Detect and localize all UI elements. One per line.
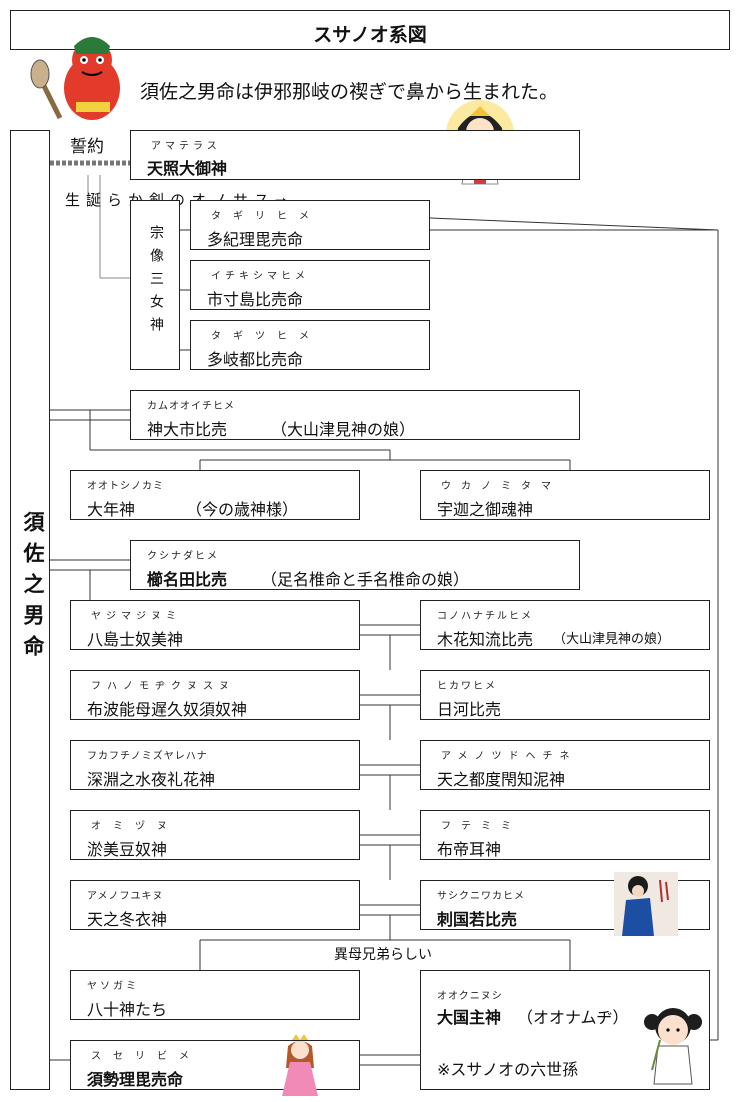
name-omizunu: 淤美豆奴神: [87, 840, 168, 859]
ruby-fukabuchi: フカフチノミズヤレハナ: [87, 751, 208, 762]
ruby-kushinada: クシナダヒメ: [147, 551, 219, 562]
name-amenofuyukinu: 天之冬衣神: [87, 910, 168, 929]
name-kushinada: 櫛名田比売: [147, 570, 228, 589]
name-suseri: 須勢理毘売命: [87, 1070, 184, 1089]
ruby-futemimi: フテミミ: [441, 821, 521, 832]
name-kamuooichi: 神大市比売: [147, 420, 228, 439]
subtitle: 須佐之男命は伊邪那岐の禊ぎで鼻から生まれた。: [140, 81, 559, 103]
susanoo-box: 須佐之男命: [10, 130, 50, 1090]
name-tagirihime: 多紀理毘売命: [207, 230, 304, 249]
box-fuhanomoji: フハノモヂクヌスヌ 布波能母遅久奴須奴神: [70, 670, 360, 720]
ruby-yashimajinumi: ヤジマジヌミ: [91, 611, 181, 622]
name-konohana: 木花知流比売: [437, 630, 534, 649]
box-konohana: コノハナチルヒメ 木花知流比売 （大山津見神の娘）: [420, 600, 710, 650]
name-ookuninushi: 大国主神: [437, 1008, 502, 1027]
ruby-amenotsudo: アメノツドヘチネ: [441, 751, 577, 762]
note-ootoshi: （今の歳神様）: [186, 500, 299, 519]
ruby-yasogami: ヤソガミ: [87, 981, 139, 992]
ruby-kamuooichi: カムオオイチヒメ: [147, 401, 235, 412]
box-yashimajinumi: ヤジマジヌミ 八島士奴美神: [70, 600, 360, 650]
munakata-label: 宗像三女神: [148, 225, 164, 340]
name-yasogami: 八十神たち: [87, 1000, 168, 1019]
name-ichikishima: 市寸島比売命: [207, 290, 304, 309]
note-kamuooichi: （大山津見神の娘）: [271, 420, 416, 439]
name-tagitsuhime: 多岐都比売命: [207, 350, 304, 369]
box-amaterasu: アマテラス 天照大御神: [130, 130, 580, 180]
ruby-sashikuni: サシクニワカヒメ: [437, 891, 525, 902]
name-fukabuchi: 深淵之水夜礼花神: [87, 770, 216, 789]
box-tagirihime: タギリヒメ 多紀理毘売命: [190, 200, 430, 250]
ruby-konohana: コノハナチルヒメ: [437, 611, 533, 622]
page-title: スサノオ系図: [313, 24, 427, 46]
ruby-fuhanomoji: フハノモヂクヌスヌ: [91, 681, 235, 692]
name-yashimajinumi: 八島士奴美神: [87, 630, 184, 649]
ruby-omizunu: オミヅヌ: [91, 821, 179, 832]
title-box: スサノオ系図: [10, 10, 730, 50]
box-ukanomitama: ウカノミタマ 宇迦之御魂神: [420, 470, 710, 520]
alias-ookuninushi: （オオナムヂ）: [517, 1008, 629, 1027]
name-amenotsudo: 天之都度閇知泥神: [437, 770, 566, 789]
name-hikawahime: 日河比売: [437, 700, 502, 719]
oni-icon: [30, 28, 130, 123]
note-ookuninushi: ※スサノオの六世孫: [437, 1060, 579, 1079]
kimono-woman-icon: [614, 872, 678, 936]
half-brothers-note: 異母兄弟らしい: [334, 947, 432, 963]
ruby-amenofuyukinu: アメノフユキヌ: [87, 891, 164, 902]
munakata-box: 宗像三女神: [130, 200, 180, 370]
ruby-ukanomitama: ウカノミタマ: [441, 481, 561, 492]
name-fuhanomoji: 布波能母遅久奴須奴神: [87, 700, 248, 719]
box-fukabuchi: フカフチノミズヤレハナ 深淵之水夜礼花神: [70, 740, 360, 790]
name-ukanomitama: 宇迦之御魂神: [437, 500, 534, 519]
box-tagitsuhime: タギツヒメ 多岐都比売命: [190, 320, 430, 370]
box-amenotsudo: アメノツドヘチネ 天之都度閇知泥神: [420, 740, 710, 790]
box-omizunu: オミヅヌ 淤美豆奴神: [70, 810, 360, 860]
ookuninushi-icon: [640, 1000, 706, 1086]
ruby-ichikishima: イチキシマヒメ: [211, 271, 309, 282]
ruby-hikawahime: ヒカワヒメ: [437, 681, 497, 692]
ruby-ookuninushi: オオクニヌシ: [437, 991, 503, 1002]
box-hikawahime: ヒカワヒメ 日河比売: [420, 670, 710, 720]
box-yasogami: ヤソガミ 八十神たち: [70, 970, 360, 1020]
susanoo-label: 須佐之男命: [21, 511, 45, 666]
princess-icon: [278, 1032, 322, 1098]
ruby-tagitsuhime: タギツヒメ: [211, 331, 321, 342]
name-futemimi: 布帝耳神: [437, 840, 502, 859]
oath-label: 誓約: [70, 137, 104, 157]
note-kushinada: （足名椎命と手名椎命の娘）: [261, 570, 470, 589]
ruby-suseri: スセリビメ: [91, 1051, 201, 1062]
name-amaterasu: 天照大御神: [147, 159, 228, 178]
box-kushinada: クシナダヒメ 櫛名田比売 （足名椎命と手名椎命の娘）: [130, 540, 580, 590]
note-konohana: （大山津見神の娘）: [553, 632, 671, 647]
box-ootoshi: オオトシノカミ 大年神 （今の歳神様）: [70, 470, 360, 520]
box-ichikishima: イチキシマヒメ 市寸島比売命: [190, 260, 430, 310]
ruby-amaterasu: アマテラス: [151, 141, 221, 152]
name-ootoshi: 大年神: [87, 500, 136, 519]
box-futemimi: フテミミ 布帝耳神: [420, 810, 710, 860]
box-kamuooichi: カムオオイチヒメ 神大市比売 （大山津見神の娘）: [130, 390, 580, 440]
ruby-tagirihime: タギリヒメ: [211, 211, 321, 222]
name-sashikuni: 刺国若比売: [437, 910, 518, 929]
box-amenofuyukinu: アメノフユキヌ 天之冬衣神: [70, 880, 360, 930]
ruby-ootoshi: オオトシノカミ: [87, 481, 164, 492]
